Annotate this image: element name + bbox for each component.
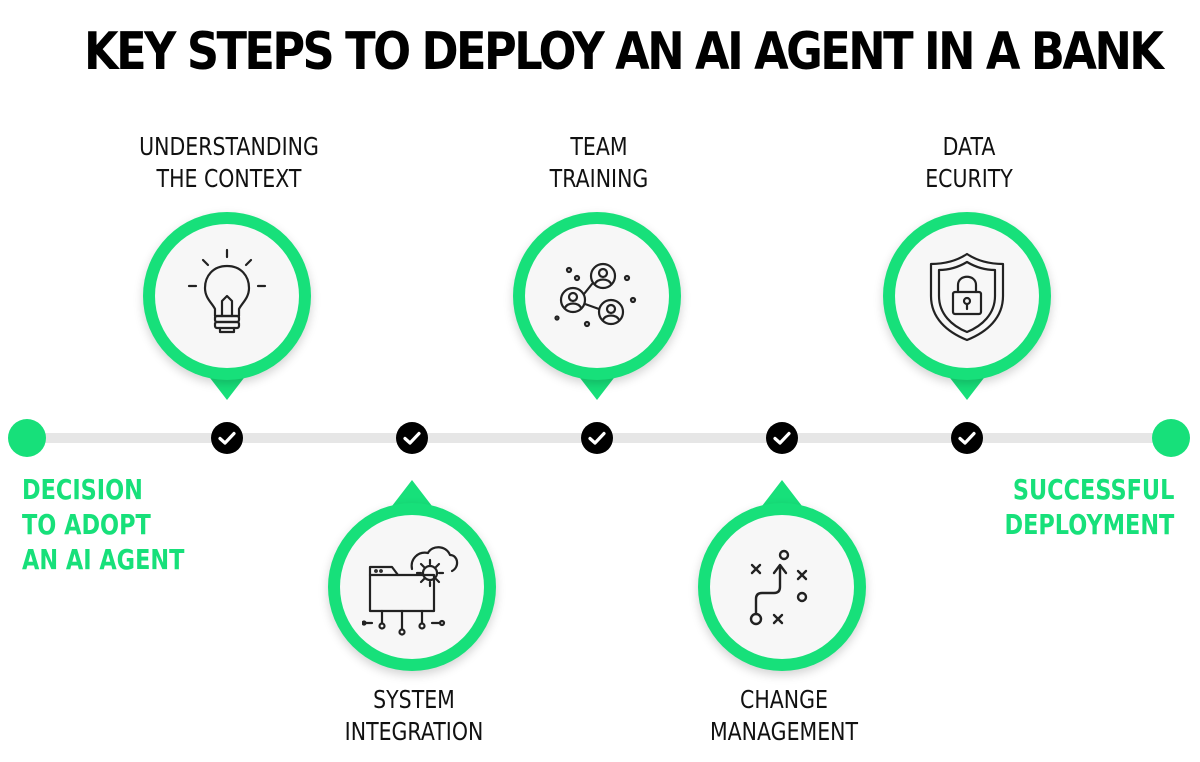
step-label-line: MANAGEMENT (709, 717, 859, 746)
step-label-data-security: DATA ECURITY (862, 131, 1075, 195)
end-label-line: DEPLOYMENT (1004, 508, 1174, 541)
pin-pointer (762, 480, 802, 506)
step-label-line: TRAINING (549, 164, 649, 193)
check-icon (581, 422, 613, 454)
end-label: SUCCESSFUL DEPLOYMENT (1004, 472, 1174, 542)
check-icon (211, 422, 243, 454)
check-icon (396, 422, 428, 454)
step-label-line: DATA (942, 132, 996, 161)
pin-inner (155, 224, 299, 368)
step-pin-team-training (513, 212, 681, 380)
step-label-line: INTEGRATION (344, 717, 484, 746)
start-label: DECISION TO ADOPT AN AI AGENT (22, 472, 184, 577)
shield-lock-icon (929, 252, 1005, 342)
people-network-icon (554, 262, 637, 328)
step-label-team-training: TEAM TRAINING (492, 131, 705, 195)
pin-pointer (392, 480, 432, 506)
step-pin-change-management (698, 503, 866, 671)
lightbulb-icon (187, 248, 267, 334)
step-label-line: ECURITY (925, 164, 1013, 193)
end-dot (1152, 419, 1190, 457)
check-icon (766, 422, 798, 454)
pin-inner (340, 515, 484, 659)
check-icon (951, 422, 983, 454)
step-label-understanding-context: UNDERSTANDING THE CONTEXT (122, 131, 335, 195)
step-pin-system-integration (328, 503, 496, 671)
end-label-line: SUCCESSFUL (1012, 473, 1174, 506)
pin-inner (710, 515, 854, 659)
step-pin-understanding-context (143, 212, 311, 380)
step-label-line: TEAM (570, 132, 628, 161)
step-label-change-management: CHANGE MANAGEMENT (677, 684, 890, 748)
start-dot (8, 419, 46, 457)
page-title: KEY STEPS TO DEPLOY AN AI AGENT IN A BAN… (84, 22, 1164, 82)
start-label-line: TO ADOPT (22, 508, 151, 541)
start-label-line: DECISION (22, 473, 143, 506)
folder-gear-cloud-icon (362, 546, 459, 636)
step-label-line: CHANGE (740, 685, 828, 714)
step-label-line: SYSTEM (373, 685, 455, 714)
step-label-line: UNDERSTANDING (139, 132, 319, 161)
pin-inner (525, 224, 669, 368)
step-pin-data-security (883, 212, 1051, 380)
step-label-system-integration: SYSTEM INTEGRATION (307, 684, 520, 748)
pin-inner (895, 224, 1039, 368)
strategy-path-icon (749, 549, 808, 626)
start-label-line: AN AI AGENT (22, 543, 185, 576)
step-label-line: THE CONTEXT (156, 164, 302, 193)
